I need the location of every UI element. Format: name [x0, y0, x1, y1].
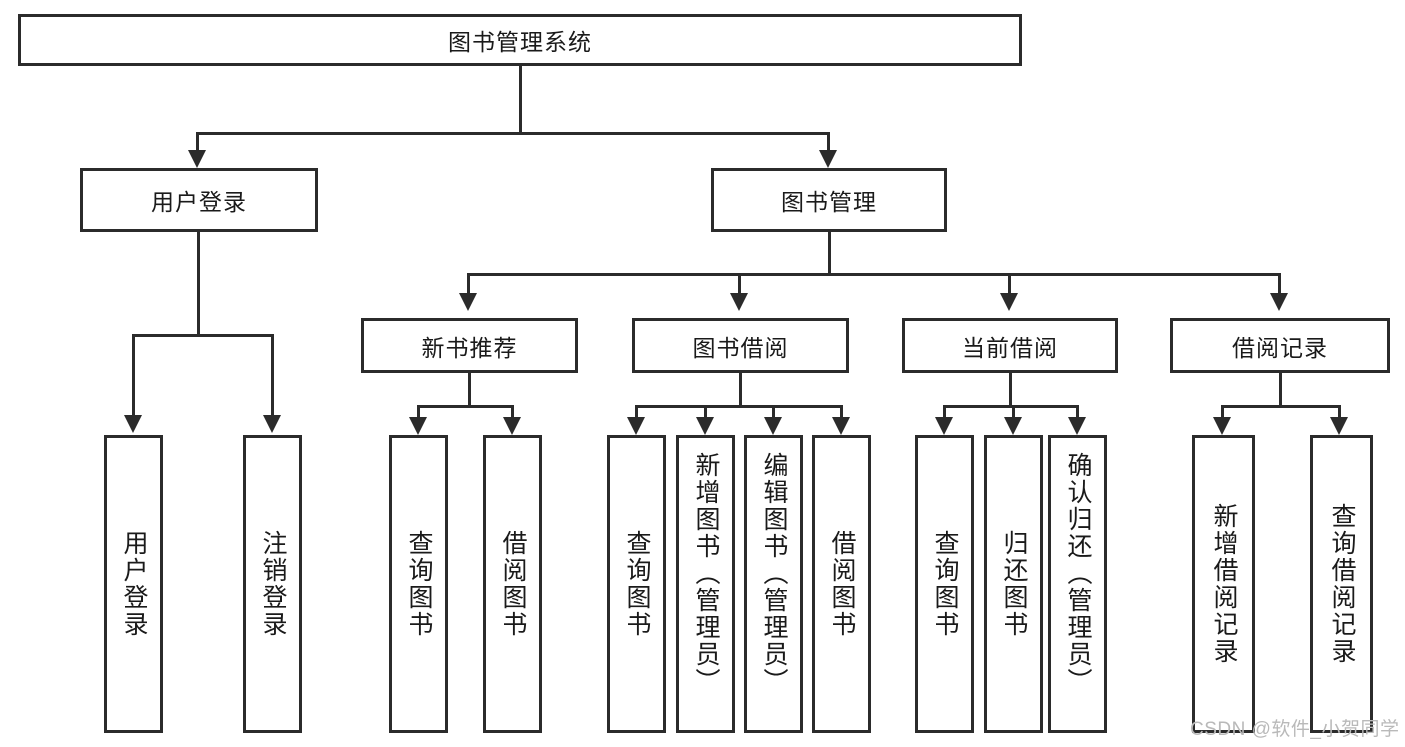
connector-book-manage-bus	[467, 273, 1281, 276]
arrow-to-leaf-user-login	[124, 415, 142, 433]
leaf-edit-book-admin[interactable]: 编辑图书（管理员）	[744, 435, 803, 733]
arrow-bb-leaf-2	[696, 417, 714, 435]
arrow-cb-leaf-2	[1004, 417, 1022, 435]
node-label: 用户登录	[151, 189, 247, 215]
connector-nbr-drop-1	[417, 405, 420, 419]
connector-bm-drop-3	[1008, 273, 1011, 295]
leaf-label: 查询图书	[405, 530, 433, 638]
arrow-root-to-book-manage	[819, 150, 837, 168]
leaf-label: 注销登录	[259, 530, 287, 638]
arrow-to-leaf-logout	[263, 415, 281, 433]
arrow-root-to-user-login	[188, 150, 206, 168]
node-label: 图书借阅	[692, 334, 789, 361]
arrow-cb-leaf-1	[935, 417, 953, 435]
arrow-nbr-leaf-1	[409, 417, 427, 435]
arrow-to-borrow-record	[1270, 293, 1288, 311]
connector-book-manage-stem	[828, 232, 831, 276]
leaf-borrow-book-bb[interactable]: 借阅图书	[812, 435, 871, 733]
connector-bb-drop-3	[772, 405, 775, 419]
connector-nbr-stem	[468, 373, 471, 408]
leaf-return-book[interactable]: 归还图书	[984, 435, 1043, 733]
arrow-to-current-borrow	[1000, 293, 1018, 311]
arrow-bb-leaf-1	[627, 417, 645, 435]
connector-user-login-drop-2	[271, 334, 274, 417]
connector-nbr-bus	[417, 405, 514, 408]
connector-cb-drop-3	[1076, 405, 1079, 419]
arrow-bb-leaf-3	[764, 417, 782, 435]
connector-bb-drop-1	[635, 405, 638, 419]
connector-bb-bus	[635, 405, 843, 408]
connector-user-login-stem	[197, 232, 200, 336]
leaf-label: 确认归还（管理员）	[1064, 452, 1092, 695]
node-label: 图书管理系统	[448, 29, 592, 55]
leaf-label: 借阅图书	[499, 530, 527, 638]
leaf-logout[interactable]: 注销登录	[243, 435, 302, 733]
node-label: 新书推荐	[421, 334, 518, 361]
connector-root-bus	[196, 132, 830, 135]
connector-cb-stem	[1009, 373, 1012, 408]
leaf-borrow-book-nbr[interactable]: 借阅图书	[483, 435, 542, 733]
leaf-label: 借阅图书	[828, 530, 856, 638]
leaf-user-login[interactable]: 用户登录	[104, 435, 163, 733]
connector-bb-drop-4	[840, 405, 843, 419]
leaf-add-book-admin[interactable]: 新增图书（管理员）	[676, 435, 735, 733]
connector-bm-drop-2	[738, 273, 741, 295]
connector-root-drop-2	[827, 132, 830, 152]
leaf-label: 用户登录	[120, 530, 148, 638]
watermark-text: CSDN @软件_小贺同学	[1190, 719, 1400, 740]
arrow-to-book-borrow	[730, 293, 748, 311]
node-book-manage[interactable]: 图书管理	[711, 168, 947, 232]
connector-br-bus	[1221, 405, 1341, 408]
node-label: 图书管理	[781, 189, 877, 215]
leaf-confirm-return-admin[interactable]: 确认归还（管理员）	[1048, 435, 1107, 733]
leaf-query-book-nbr[interactable]: 查询图书	[389, 435, 448, 733]
connector-br-drop-1	[1221, 405, 1224, 419]
node-borrow-record[interactable]: 借阅记录	[1170, 318, 1390, 373]
leaf-label: 查询图书	[931, 530, 959, 638]
connector-br-stem	[1279, 373, 1282, 408]
arrow-to-new-book-recommend	[459, 293, 477, 311]
leaf-label: 编辑图书（管理员）	[760, 452, 788, 695]
leaf-query-book-bb[interactable]: 查询图书	[607, 435, 666, 733]
leaf-label: 新增图书（管理员）	[692, 452, 720, 695]
arrow-br-leaf-2	[1330, 417, 1348, 435]
node-user-login[interactable]: 用户登录	[80, 168, 318, 232]
leaf-label: 归还图书	[1000, 530, 1028, 638]
arrow-nbr-leaf-2	[503, 417, 521, 435]
leaf-label: 新增借阅记录	[1210, 503, 1238, 665]
leaf-query-borrow-record[interactable]: 查询借阅记录	[1310, 435, 1373, 733]
node-new-book-recommend[interactable]: 新书推荐	[361, 318, 578, 373]
leaf-add-borrow-record[interactable]: 新增借阅记录	[1192, 435, 1255, 733]
connector-root-drop-1	[196, 132, 199, 152]
connector-bm-drop-1	[467, 273, 470, 295]
arrow-bb-leaf-4	[832, 417, 850, 435]
connector-bb-drop-2	[704, 405, 707, 419]
leaf-label: 查询图书	[623, 530, 651, 638]
leaf-query-book-cb[interactable]: 查询图书	[915, 435, 974, 733]
connector-bb-stem	[739, 373, 742, 408]
connector-cb-drop-2	[1012, 405, 1015, 419]
connector-cb-drop-1	[943, 405, 946, 419]
node-label: 借阅记录	[1232, 334, 1328, 361]
arrow-br-leaf-1	[1213, 417, 1231, 435]
connector-bm-drop-4	[1278, 273, 1281, 295]
connector-root-stem	[519, 66, 522, 134]
connector-user-login-bus	[132, 334, 274, 337]
node-label: 当前借阅	[962, 334, 1058, 361]
connector-nbr-drop-2	[511, 405, 514, 419]
node-book-borrow[interactable]: 图书借阅	[632, 318, 849, 373]
node-current-borrow[interactable]: 当前借阅	[902, 318, 1118, 373]
connector-cb-bus	[943, 405, 1078, 408]
connector-user-login-drop-1	[132, 334, 135, 417]
leaf-label: 查询借阅记录	[1328, 503, 1356, 665]
arrow-cb-leaf-3	[1068, 417, 1086, 435]
node-root-system[interactable]: 图书管理系统	[18, 14, 1022, 66]
connector-br-drop-2	[1338, 405, 1341, 419]
